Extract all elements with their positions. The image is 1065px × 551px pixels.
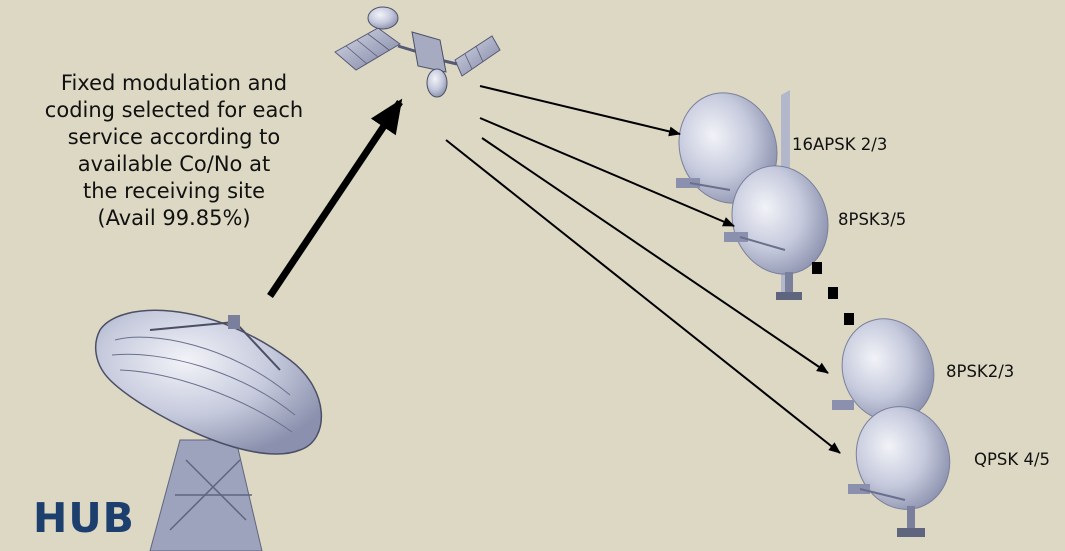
caption-line: (Avail 99.85%) [97, 206, 251, 230]
receiver-label-qpsk: QPSK 4/5 [974, 450, 1051, 469]
receiver-label-8psk35: 8PSK3/5 [838, 210, 907, 229]
caption-line: Fixed modulation and [60, 71, 288, 95]
caption-line: coding selected for each [44, 98, 304, 122]
receiver-label-16apsk: 16APSK 2/3 [792, 135, 888, 154]
receiver-label-8psk23: 8PSK2/3 [946, 362, 1015, 381]
arrow-to-8psk23 [481, 137, 829, 374]
modcod-caption: Fixed modulation and coding selected for… [0, 70, 348, 232]
receiver-dish-icon [848, 406, 951, 537]
hub-dish-icon [94, 309, 322, 551]
caption-line: available Co/No at [77, 152, 271, 176]
ellipsis-dots [812, 262, 854, 325]
arrow-to-qpsk [445, 139, 841, 454]
hub-label: HUB [33, 494, 135, 542]
satellite-icon [334, 6, 501, 98]
arrow-to-16apsk [479, 85, 681, 137]
arrow-to-8psk35 [479, 117, 735, 227]
caption-line: service according to [67, 125, 281, 149]
uplink-arrow [267, 98, 403, 298]
receiver-dish-icon [724, 165, 829, 300]
caption-line: the receiving site [82, 179, 266, 203]
downlink-arrows [445, 85, 841, 454]
